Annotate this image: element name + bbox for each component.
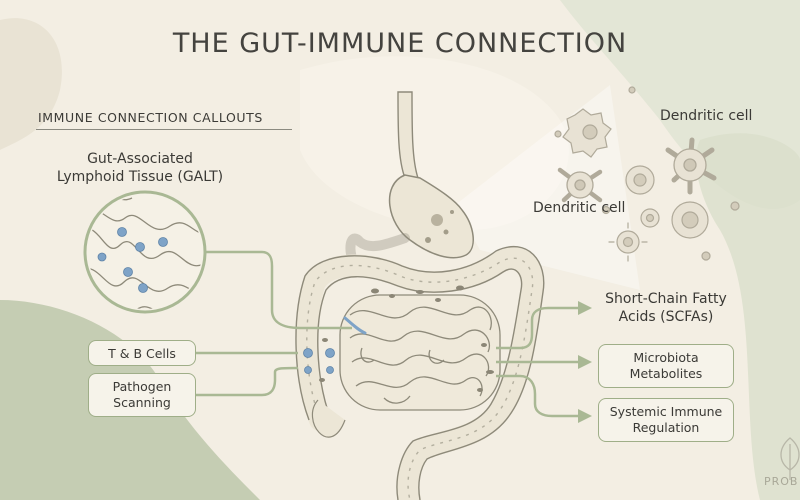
galt-magnifier bbox=[85, 192, 205, 312]
scfa-label: Short-Chain Fatty Acids (SCFAs) bbox=[596, 290, 736, 326]
callouts-underline bbox=[36, 129, 292, 130]
microbiota-metabolites-box: Microbiota Metabolites bbox=[598, 344, 734, 388]
dendritic-cell-label-mid: Dendritic cell bbox=[533, 200, 625, 216]
systemic-immune-regulation-box: Systemic Immune Regulation bbox=[598, 398, 734, 442]
pathogen-connector bbox=[196, 368, 298, 395]
brand-text: PROB bbox=[764, 475, 798, 488]
pathogen-scanning-box: Pathogen Scanning bbox=[88, 373, 196, 417]
callouts-heading: IMMUNE CONNECTION CALLOUTS bbox=[38, 110, 263, 125]
small-intestine bbox=[340, 295, 500, 410]
dendritic-cell-label-top: Dendritic cell bbox=[660, 108, 752, 124]
galt-label: Gut-Associated Lymphoid Tissue (GALT) bbox=[40, 150, 240, 186]
page-title: THE GUT-IMMUNE CONNECTION bbox=[0, 28, 800, 59]
tb-cells-box: T & B Cells bbox=[88, 340, 196, 366]
